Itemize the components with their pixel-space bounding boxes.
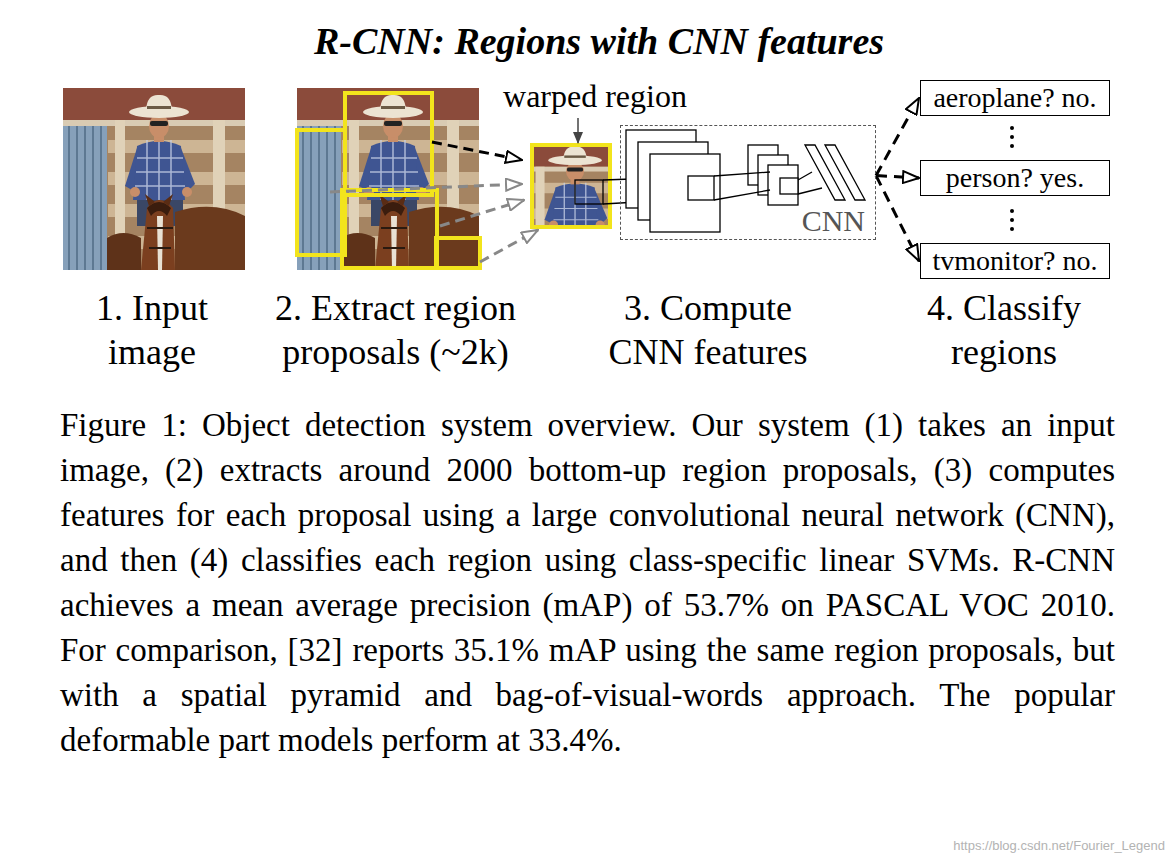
- illustration-part: [63, 88, 245, 270]
- cnn-block: CNN: [620, 125, 876, 240]
- class-result: person? yes.: [946, 162, 1084, 194]
- illustration-part: [825, 145, 865, 200]
- illustration-part: [714, 172, 770, 200]
- proposal-boxes: [297, 93, 480, 268]
- illustration-part: [1010, 144, 1014, 148]
- step-label: 2. Extract region proposals (~2k): [258, 286, 533, 374]
- figure-title: R-CNN: Regions with CNN features: [314, 16, 884, 66]
- class-output-box: person? yes.: [920, 160, 1110, 196]
- illustration-part: [577, 118, 579, 143]
- step-label: 1. Input image: [62, 286, 242, 374]
- illustration-part: [798, 172, 822, 194]
- input-image: [63, 88, 245, 270]
- watermark: https://blog.csdn.net/Fourier_Legend: [860, 838, 1165, 853]
- illustration-part: [1010, 218, 1014, 222]
- dashed-arrow: [876, 176, 919, 178]
- illustration-part: [480, 230, 538, 262]
- proposal-image: [297, 88, 479, 270]
- cnn-label: CNN: [800, 205, 867, 237]
- step-label: 4. Classify regions: [904, 286, 1104, 374]
- illustration-part: [1010, 126, 1014, 130]
- illustration-part: [432, 142, 522, 160]
- illustration-part: [440, 200, 524, 226]
- illustration-part: [688, 176, 714, 200]
- illustration-part: [330, 184, 522, 192]
- illustration-part: [1010, 135, 1014, 139]
- illustration-part: [1010, 227, 1014, 231]
- dashed-arrow: [876, 98, 919, 176]
- dashed-arrow: [876, 176, 919, 261]
- illustration-part: [780, 178, 798, 194]
- illustration-part: [345, 93, 432, 195]
- class-output-box: tvmonitor? no.: [920, 243, 1110, 279]
- illustration-part: [768, 165, 798, 205]
- warp-arrows: [330, 142, 538, 262]
- callout-label: warped region: [500, 78, 690, 114]
- illustration-part: [650, 154, 720, 232]
- figure-caption: Figure 1: Object detection system overvi…: [60, 403, 1115, 763]
- leader-arrow: [578, 118, 579, 143]
- step-label: 3. Compute CNN features: [593, 286, 823, 374]
- illustration-part: [532, 145, 610, 227]
- illustration-part: [575, 180, 603, 204]
- illustration-part: [297, 88, 479, 270]
- class-result: tvmonitor? no.: [933, 245, 1098, 277]
- illustration-part: [342, 190, 437, 268]
- class-output-box: aeroplane? no.: [920, 80, 1110, 116]
- illustration-part: [1010, 209, 1014, 213]
- illustration-part: [436, 238, 480, 268]
- class-result: aeroplane? no.: [933, 82, 1096, 114]
